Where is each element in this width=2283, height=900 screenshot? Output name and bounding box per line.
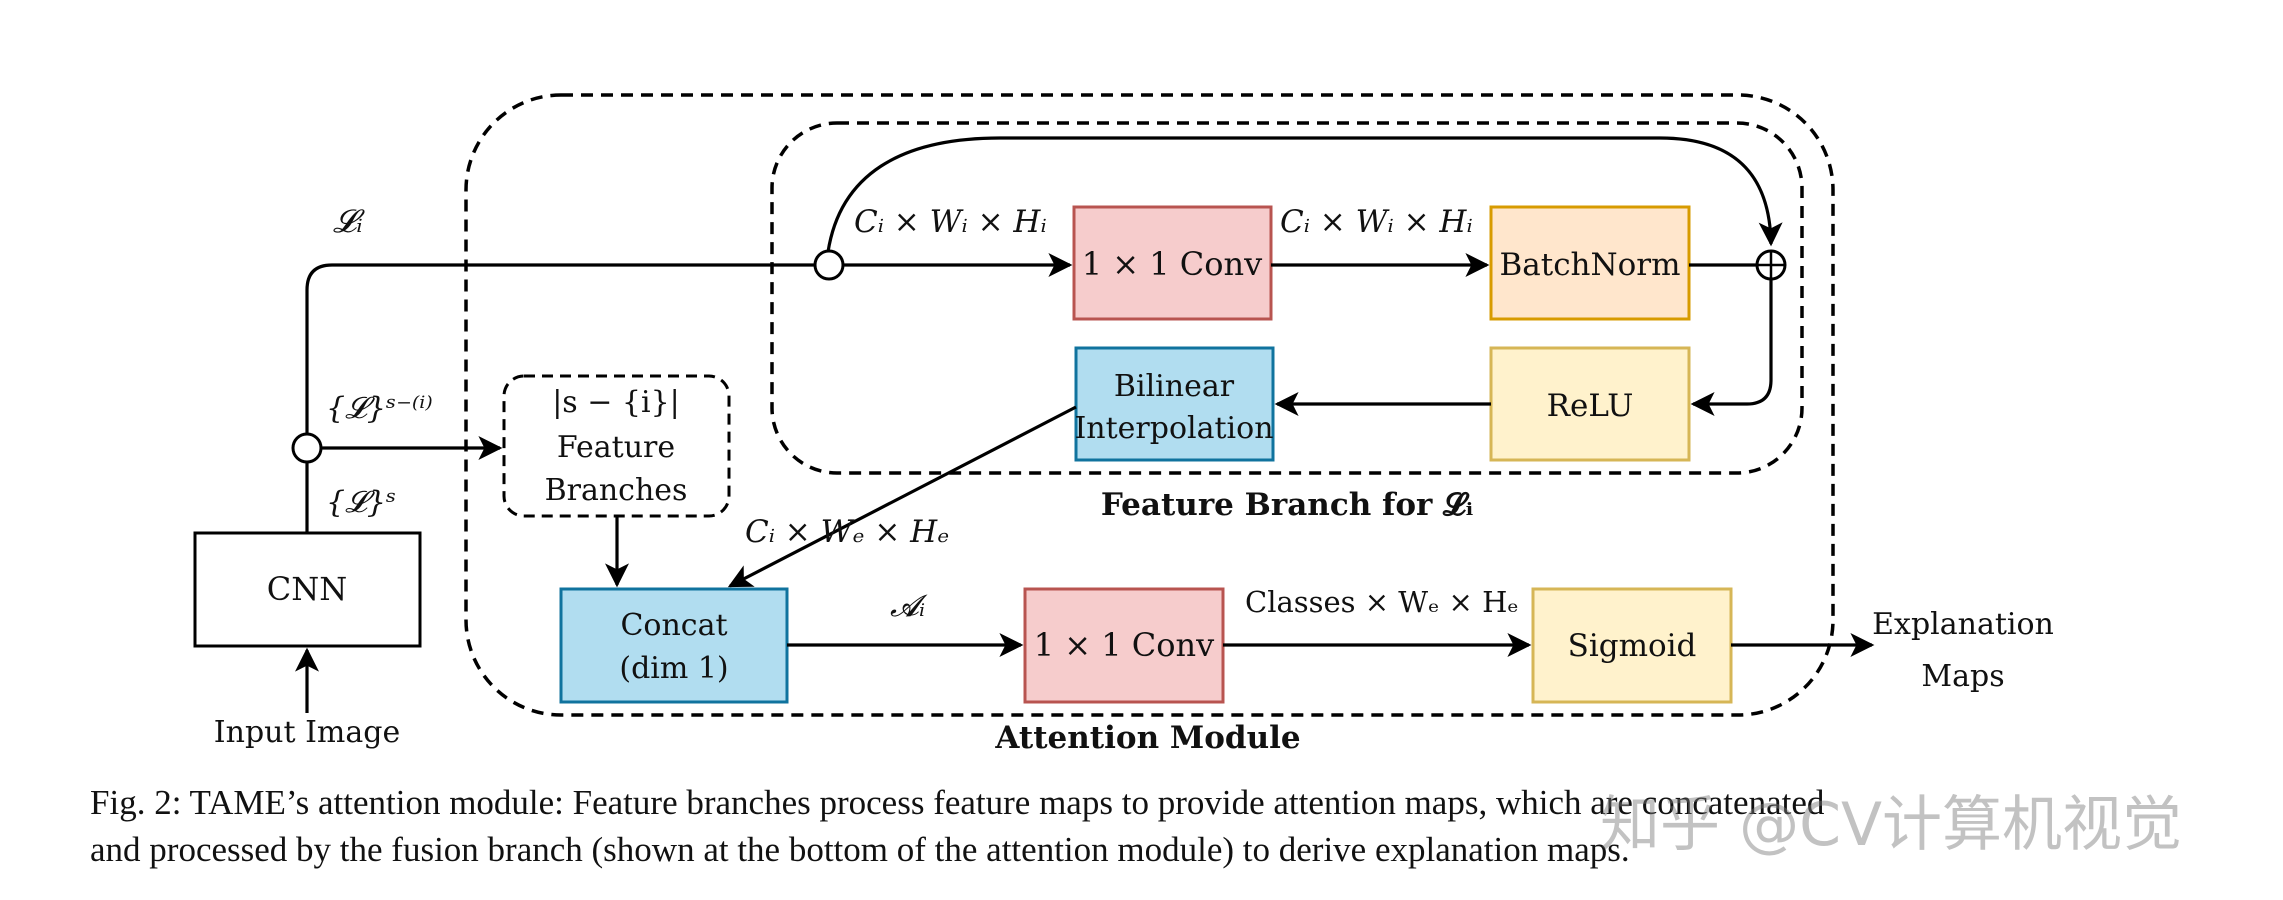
split-node <box>291 432 323 464</box>
input-image-label: Input Image <box>214 715 400 750</box>
feature-branches-label-2: Feature <box>557 430 675 465</box>
bilinear-to-concat-arrow <box>727 405 1077 588</box>
watermark: 知乎 @CV计算机视觉 <box>1600 790 2183 860</box>
batchnorm-box <box>1489 205 1691 321</box>
conv-bottom-label: 1 × 1 Conv <box>1034 626 1214 664</box>
feature-branch-title: Feature Branch for 𝓛ᵢ <box>1101 487 1473 523</box>
li-label: 𝓛ᵢ <box>333 202 365 240</box>
sum-node <box>1755 249 1787 281</box>
dims-top-right-label: Cᵢ × Wᵢ × Hᵢ <box>1280 204 1473 240</box>
cnn-label: CNN <box>267 570 347 608</box>
skip-connection-arc <box>826 136 1783 253</box>
conv-bottom-box <box>1023 587 1225 704</box>
conv-top-label: 1 × 1 Conv <box>1082 245 1262 283</box>
feature-branches-label-3: Branches <box>545 473 688 508</box>
sum-to-relu-arrow <box>1690 279 1773 416</box>
attention-module-title: Attention Module <box>994 720 1300 756</box>
conv-top-box <box>1072 205 1273 321</box>
attention-module-container <box>464 93 1835 717</box>
branch-node <box>813 249 845 281</box>
bilinear-label-1: Bilinear <box>1114 369 1235 404</box>
feature-branch-container <box>770 121 1804 475</box>
classes-dims-label: Classes × Wₑ × Hₑ <box>1245 585 1519 619</box>
relu-label: ReLU <box>1547 388 1634 424</box>
l-s-minus-i-label: {𝓛}ˢ⁻⁽ⁱ⁾ <box>326 391 433 426</box>
sigmoid-label: Sigmoid <box>1568 628 1697 664</box>
figure-caption: Fig. 2: TAME’s attention module: Feature… <box>90 779 2240 873</box>
concat-box <box>559 587 789 704</box>
caption-line-2: and processed by the fusion branch (show… <box>90 830 1630 869</box>
li-path <box>305 263 816 434</box>
bilinear-box <box>1074 346 1275 462</box>
concat-label-1: Concat <box>620 608 727 643</box>
explanation-maps-label-2: Maps <box>1921 659 2004 694</box>
feature-branches-label-1: |s − {i}| <box>552 385 680 420</box>
batchnorm-label: BatchNorm <box>1499 247 1680 283</box>
dims-e-label: Cᵢ × Wₑ × Hₑ <box>745 514 949 550</box>
l-s-label: {𝓛}ˢ <box>326 485 396 520</box>
explanation-maps-label-1: Explanation <box>1872 607 2054 642</box>
caption-line-1: Fig. 2: TAME’s attention module: Feature… <box>90 783 1825 822</box>
bilinear-label-2: Interpolation <box>1074 411 1273 446</box>
a-i-label: 𝓐ᵢ <box>890 589 928 624</box>
concat-label-2: (dim 1) <box>619 651 728 686</box>
relu-box <box>1489 346 1691 462</box>
cnn-box <box>193 531 422 648</box>
dims-top-left-label: Cᵢ × Wᵢ × Hᵢ <box>854 204 1047 240</box>
